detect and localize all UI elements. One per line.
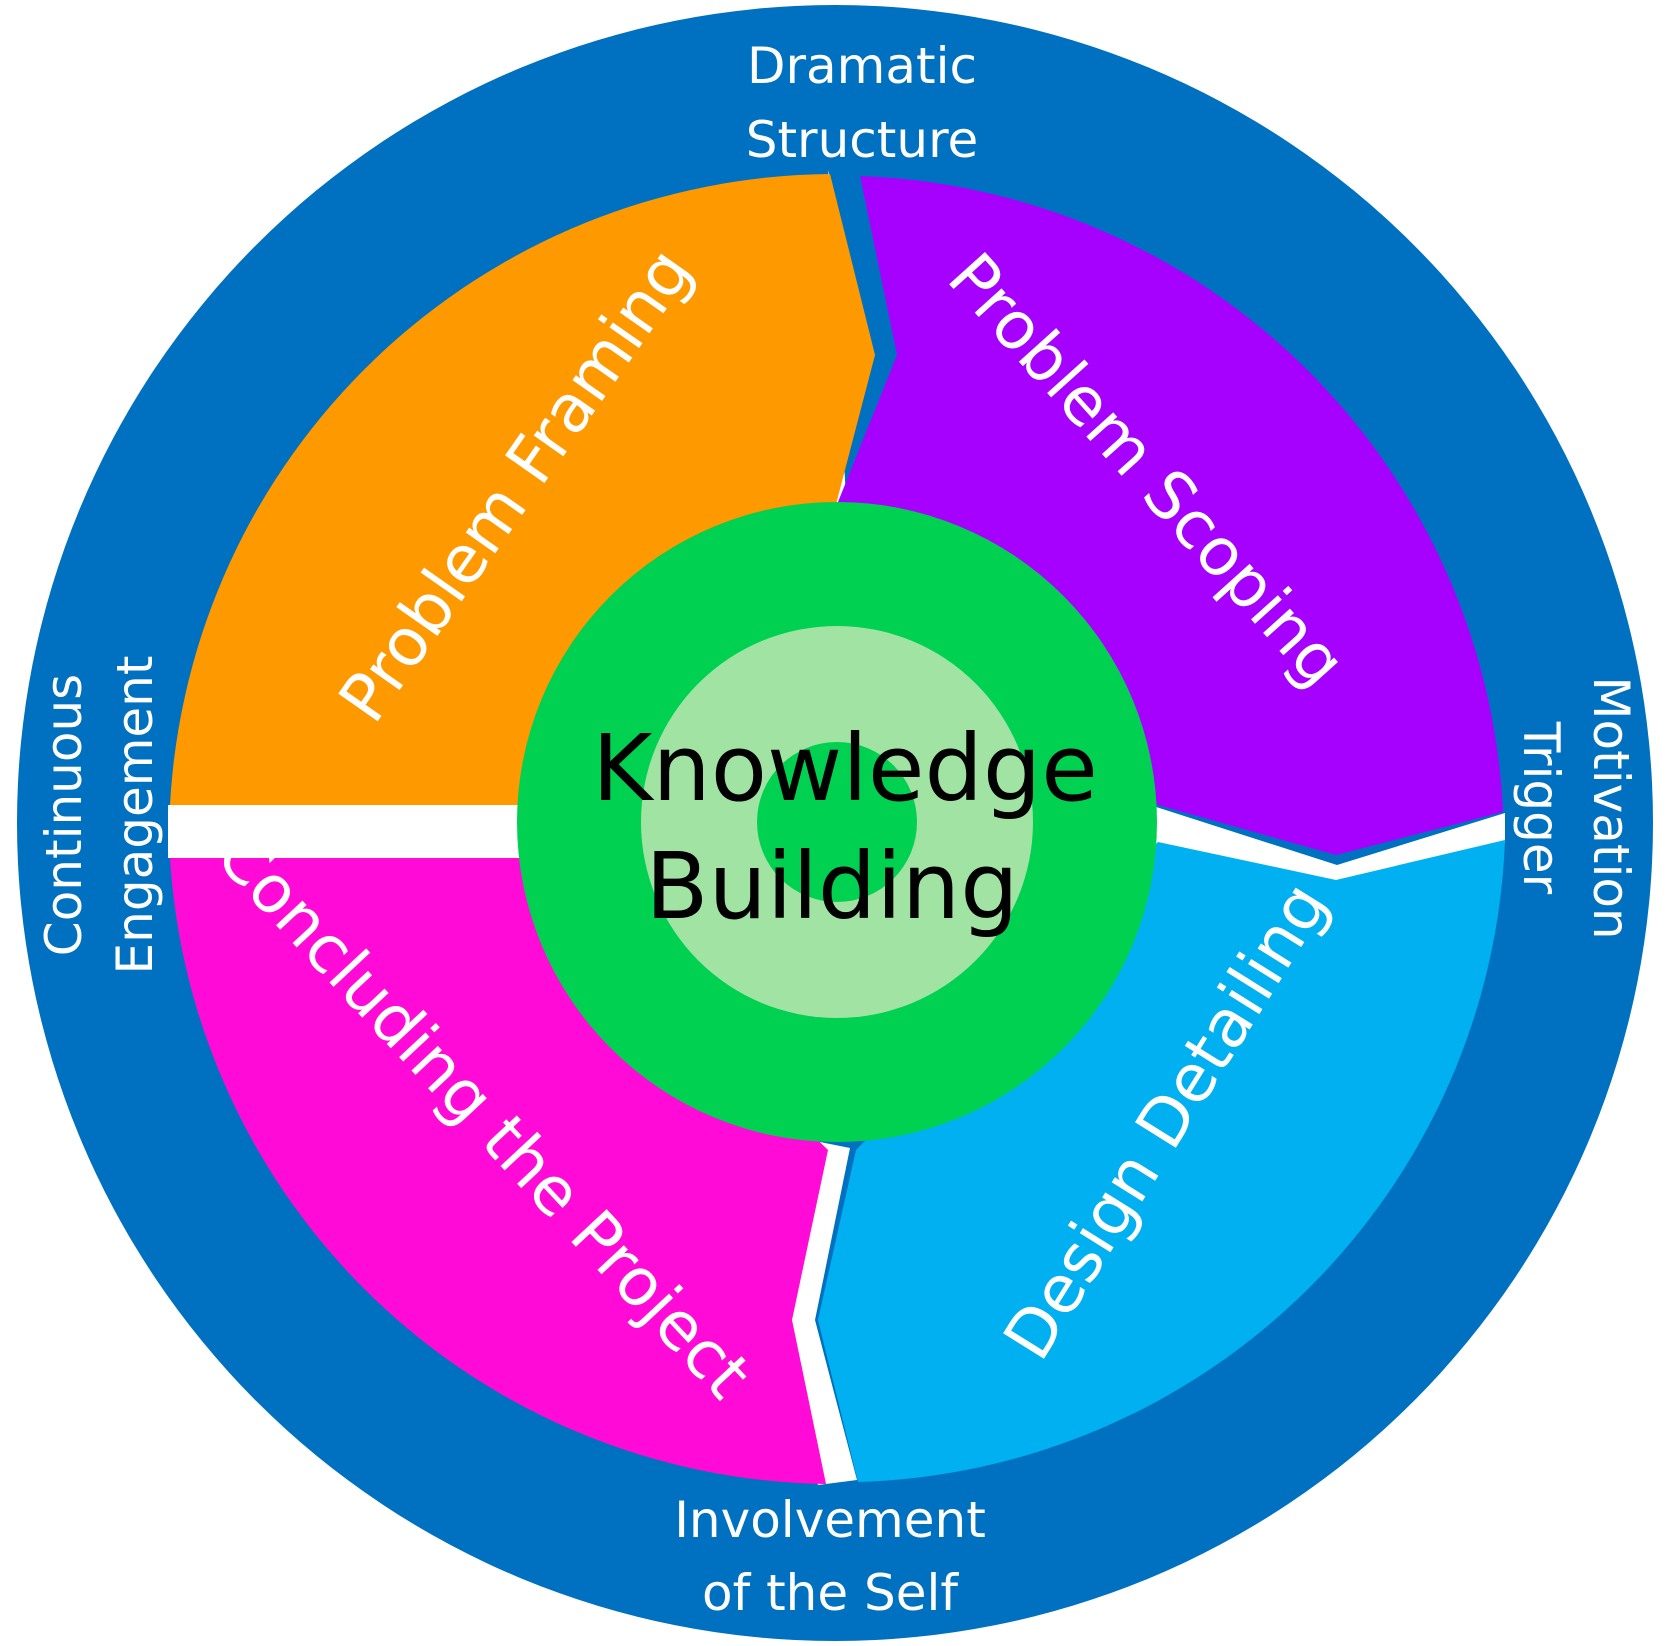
ring-label-bottom-line1: Involvement [674, 1491, 986, 1549]
center-label-line2: Building [645, 833, 1018, 940]
ring-label-right-line2: Trigger [1512, 721, 1570, 895]
ring-label-top-line1: Dramatic [747, 37, 977, 95]
segment-design-detailing [818, 840, 1505, 1482]
ring-label-right-line1: Motivation [1582, 676, 1640, 939]
ring-label-left-line1: Continuous [35, 674, 93, 956]
core-inner-circle [757, 742, 917, 902]
segment-problem-framing [170, 174, 875, 805]
ring-label-bottom-line2: of the Self [702, 1564, 959, 1622]
ring-label-top-line2: Structure [746, 111, 979, 169]
separator-left [168, 805, 530, 858]
center-label-line1: Knowledge [592, 715, 1098, 822]
ring-label-left-line2: Engagement [106, 656, 164, 975]
segment-problem-scoping [834, 176, 1503, 855]
